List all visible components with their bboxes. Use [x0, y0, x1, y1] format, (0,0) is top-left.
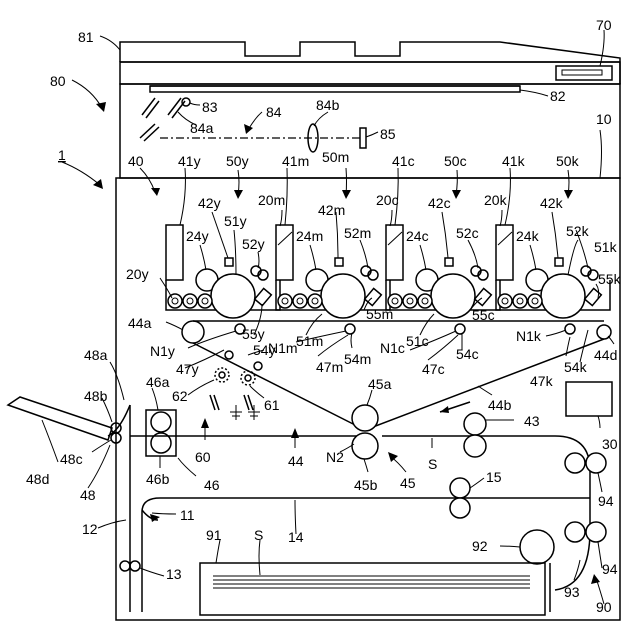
label-44b: 44b — [488, 397, 512, 413]
label-93: 93 — [564, 584, 580, 600]
label-84a: 84a — [190, 120, 214, 136]
label-10: 10 — [596, 111, 612, 127]
label-48b: 48b — [84, 388, 108, 404]
label-55m: 55m — [366, 306, 393, 322]
label-20k: 20k — [484, 192, 508, 208]
label-48a: 48a — [84, 347, 108, 363]
label-44d: 44d — [594, 347, 617, 363]
label-42y: 42y — [198, 195, 221, 211]
label-91: 91 — [206, 527, 222, 543]
label-50c: 50c — [444, 153, 467, 169]
operation-panel-70 — [556, 66, 612, 80]
label-44a: 44a — [128, 315, 152, 331]
label-47c: 47c — [422, 361, 445, 377]
label-84: 84 — [266, 104, 282, 120]
label-42c: 42c — [428, 195, 451, 211]
label-52y: 52y — [242, 236, 265, 252]
label-48: 48 — [80, 487, 96, 503]
label-13: 13 — [166, 566, 182, 582]
label-20m: 20m — [258, 192, 285, 208]
label-45b: 45b — [354, 477, 378, 493]
label-20y: 20y — [126, 266, 149, 282]
label-41y: 41y — [178, 153, 201, 169]
label-50k: 50k — [556, 153, 580, 169]
label-90: 90 — [596, 599, 612, 615]
fixing-unit-46 — [146, 410, 176, 456]
label-41c: 41c — [392, 153, 415, 169]
document-cover-81 — [120, 42, 620, 84]
label-14: 14 — [288, 529, 304, 545]
label-S-lower: S — [254, 527, 263, 543]
label-47y: 47y — [176, 361, 199, 377]
label-50y: 50y — [226, 153, 249, 169]
label-44: 44 — [288, 453, 304, 469]
label-24y: 24y — [186, 228, 209, 244]
label-51c: 51c — [406, 333, 429, 349]
label-70: 70 — [596, 17, 612, 33]
label-20c: 20c — [376, 192, 399, 208]
label-52m: 52m — [344, 225, 371, 241]
label-46: 46 — [204, 477, 220, 493]
label-48d: 48d — [26, 471, 49, 487]
label-81: 81 — [78, 29, 94, 45]
label-N1y: N1y — [150, 343, 175, 359]
paper-cassette-91 — [200, 563, 550, 615]
label-92: 92 — [472, 538, 488, 554]
label-46a: 46a — [146, 374, 170, 390]
label-24m: 24m — [296, 228, 323, 244]
label-42m: 42m — [318, 202, 345, 218]
label-60: 60 — [195, 449, 211, 465]
cleaning-units — [210, 351, 262, 420]
label-11: 11 — [180, 507, 195, 523]
label-N1m: N1m — [268, 340, 298, 356]
label-94-upper: 94 — [598, 493, 614, 509]
label-N2: N2 — [326, 449, 344, 465]
label-48c: 48c — [60, 451, 83, 467]
label-51m: 51m — [296, 333, 323, 349]
label-84b: 84b — [316, 97, 340, 113]
label-N1c: N1c — [380, 340, 405, 356]
label-51y: 51y — [224, 213, 247, 229]
label-85: 85 — [380, 126, 396, 142]
label-24c: 24c — [406, 228, 429, 244]
label-54m: 54m — [344, 351, 371, 367]
label-47m: 47m — [316, 359, 343, 375]
label-94-lower: 94 — [602, 561, 618, 577]
label-51k: 51k — [594, 239, 618, 255]
label-52k: 52k — [566, 223, 590, 239]
label-47k: 47k — [530, 373, 554, 389]
label-N1k: N1k — [516, 328, 542, 344]
label-52c: 52c — [456, 225, 479, 241]
label-82: 82 — [550, 88, 566, 104]
label-45: 45 — [400, 475, 416, 491]
label-55c: 55c — [472, 307, 495, 323]
label-54c: 54c — [456, 346, 479, 362]
label-62: 62 — [172, 388, 188, 404]
label-24k: 24k — [516, 228, 540, 244]
label-55k: 55k — [598, 271, 622, 287]
main-housing — [116, 178, 620, 620]
label-12: 12 — [82, 521, 98, 537]
label-61: 61 — [264, 397, 280, 413]
label-45a: 45a — [368, 376, 392, 392]
label-50m: 50m — [322, 149, 349, 165]
label-1: 1 — [58, 147, 66, 163]
label-41m: 41m — [282, 153, 309, 169]
label-40: 40 — [128, 153, 144, 169]
label-83: 83 — [202, 99, 218, 115]
control-box-30 — [566, 382, 612, 416]
label-30: 30 — [602, 436, 618, 452]
label-54k: 54k — [564, 359, 588, 375]
label-55y: 55y — [242, 326, 265, 342]
label-42k: 42k — [540, 195, 564, 211]
label-S-upper: S — [428, 456, 437, 472]
label-41k: 41k — [502, 153, 526, 169]
label-80: 80 — [50, 73, 66, 89]
label-43: 43 — [524, 413, 540, 429]
label-15: 15 — [486, 469, 502, 485]
label-46b: 46b — [146, 471, 170, 487]
